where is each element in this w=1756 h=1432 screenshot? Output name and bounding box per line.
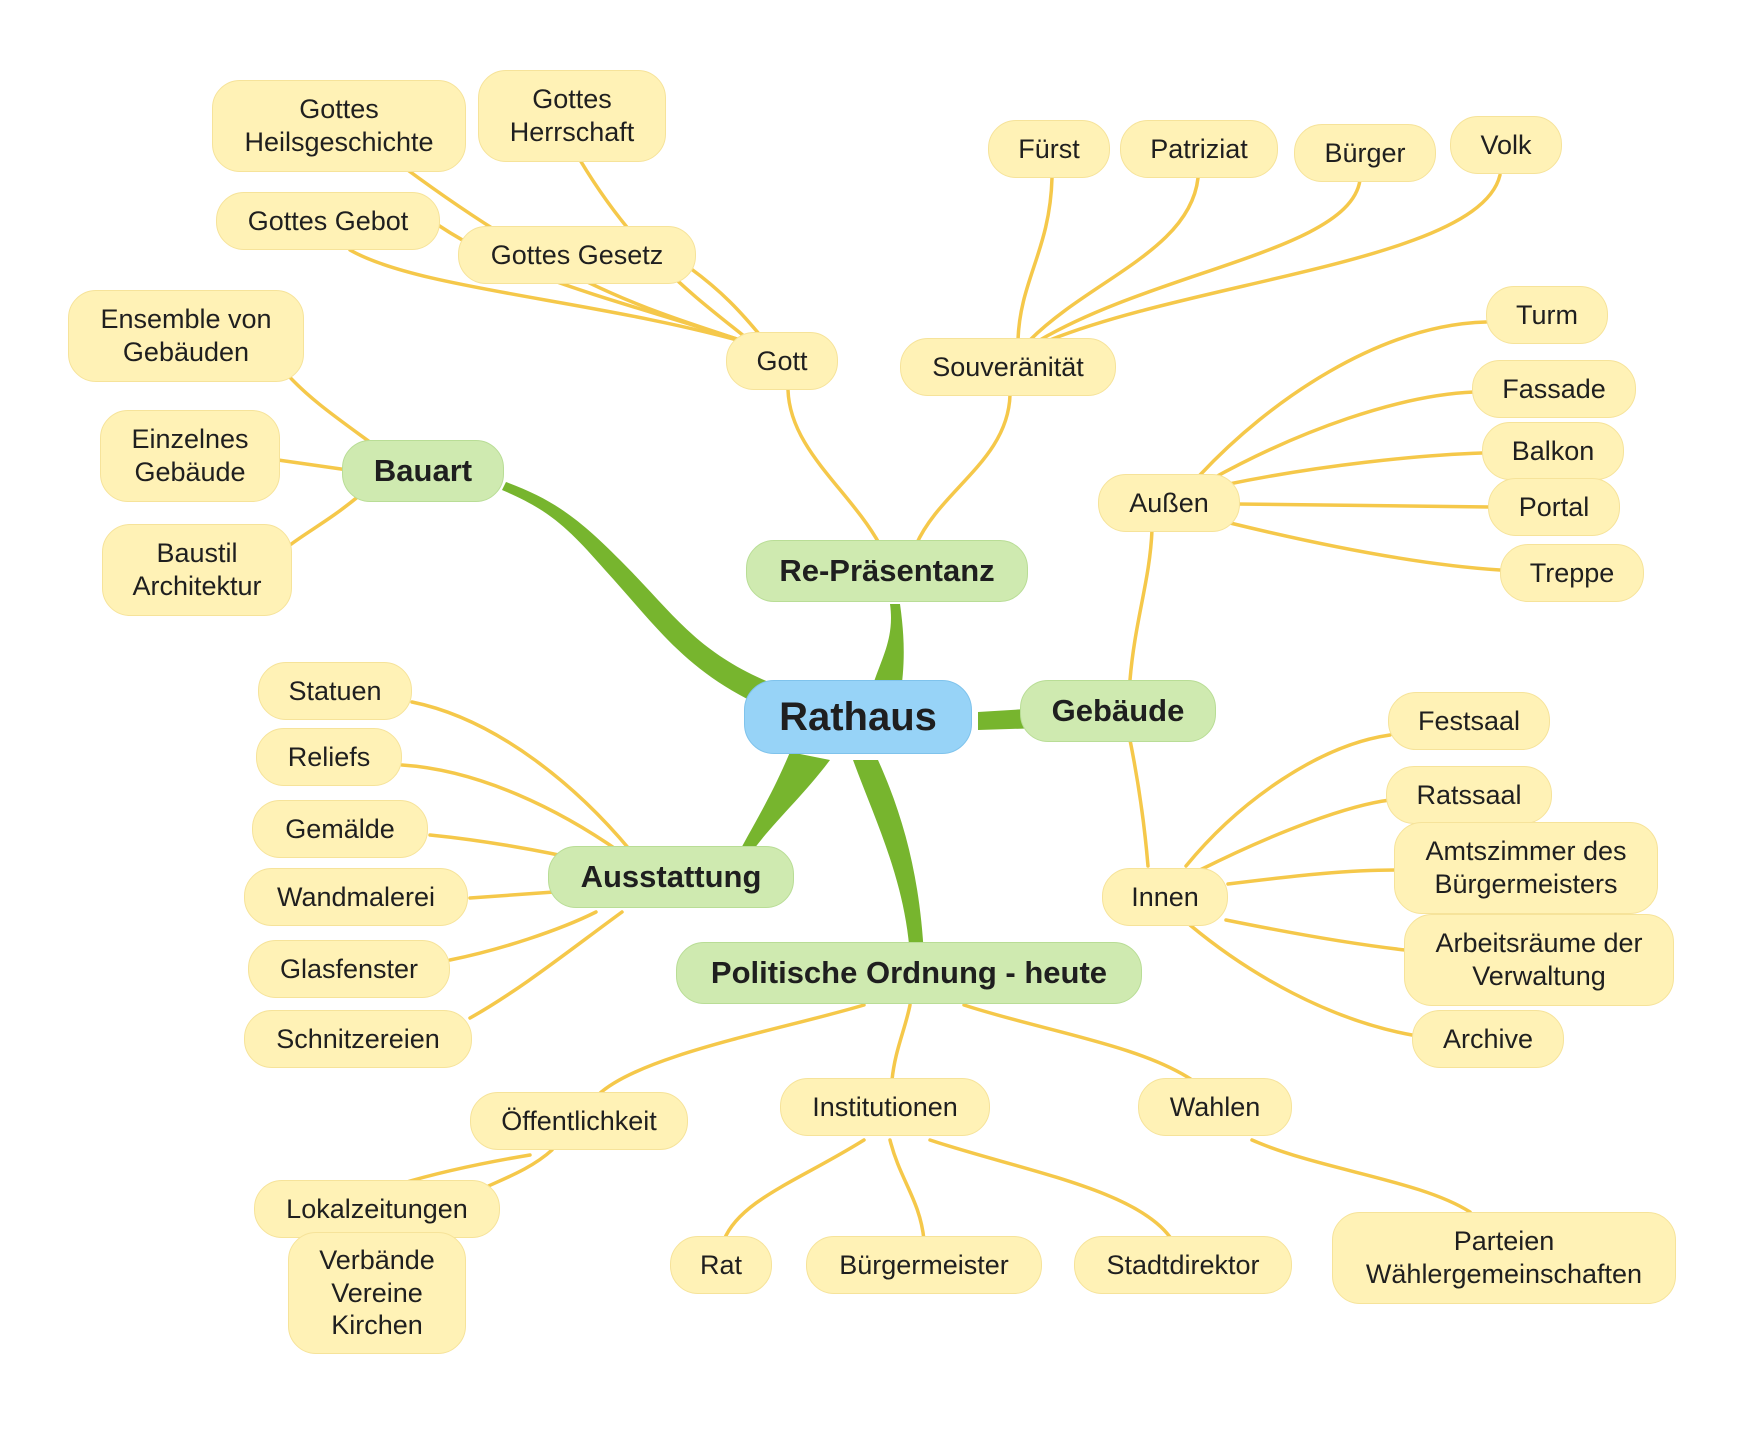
- link-wahlen-parteien: [1250, 1138, 1472, 1214]
- link-aussen-turm: [1198, 320, 1488, 477]
- link-gott-gebot-2: [348, 248, 757, 347]
- node-gottes-heilsgeschichte[interactable]: Gottes Heilsgeschichte: [212, 80, 466, 172]
- link-souv-buerger: [1038, 178, 1362, 342]
- node-balkon[interactable]: Balkon: [1482, 422, 1624, 480]
- node-ratssaal[interactable]: Ratssaal: [1386, 766, 1552, 824]
- link-inst-rat: [722, 1138, 866, 1242]
- node-wandmalerei[interactable]: Wandmalerei: [244, 868, 468, 926]
- link-bauart-einzelnes: [276, 458, 350, 472]
- link-ausst-schnitzereien: [468, 910, 624, 1020]
- link-gebaeude-aussen: [1128, 528, 1154, 682]
- link-aussen-fassade: [1208, 390, 1476, 482]
- node-amtszimmer[interactable]: Amtszimmer des Bürgermeisters: [1394, 822, 1658, 914]
- link-aussen-portal: [1234, 502, 1492, 509]
- link-root-bauart: [502, 482, 800, 718]
- node-buergermeister[interactable]: Bürgermeister: [806, 1236, 1042, 1294]
- link-innen-archive: [1188, 923, 1414, 1037]
- node-gottes-herrschaft[interactable]: Gottes Herrschaft: [478, 70, 666, 162]
- node-ensemble-von-gebaeuden[interactable]: Ensemble von Gebäuden: [68, 290, 304, 382]
- node-baustil-architektur[interactable]: Baustil Architektur: [102, 524, 292, 616]
- link-souv-patriziat: [1028, 176, 1200, 342]
- node-gottes-gesetz[interactable]: Gottes Gesetz: [458, 226, 696, 284]
- link-bauart-baustil: [288, 493, 362, 547]
- node-verbaende-vereine-kirchen[interactable]: Verbände Vereine Kirchen: [288, 1232, 466, 1354]
- node-festsaal[interactable]: Festsaal: [1388, 692, 1550, 750]
- link-souv-volk: [1048, 173, 1502, 342]
- branch-gebaeude[interactable]: Gebäude: [1020, 680, 1216, 742]
- node-einzelnes-gebaeude[interactable]: Einzelnes Gebäude: [100, 410, 280, 502]
- link-ausst-glasfenster: [448, 910, 598, 962]
- link-innen-ratssaal: [1198, 798, 1392, 872]
- node-stadtdirektor[interactable]: Stadtdirektor: [1074, 1236, 1292, 1294]
- node-fassade[interactable]: Fassade: [1472, 360, 1636, 418]
- node-gottes-gebot[interactable]: Gottes Gebot: [216, 192, 440, 250]
- node-wahlen[interactable]: Wahlen: [1138, 1078, 1292, 1136]
- link-gebaeude-innen: [1128, 738, 1150, 868]
- node-oeffentlichkeit[interactable]: Öffentlichkeit: [470, 1092, 688, 1150]
- node-lokalzeitungen[interactable]: Lokalzeitungen: [254, 1180, 500, 1238]
- link-ausst-reliefs: [400, 763, 622, 854]
- link-innen-amtszimmer: [1226, 868, 1397, 886]
- node-patriziat[interactable]: Patriziat: [1120, 120, 1278, 178]
- branch-bauart[interactable]: Bauart: [342, 440, 504, 502]
- node-institutionen[interactable]: Institutionen: [780, 1078, 990, 1136]
- link-repraesentanz-souveraenitaet: [914, 393, 1012, 547]
- node-rat[interactable]: Rat: [670, 1236, 772, 1294]
- node-souveraenitaet[interactable]: Souveränität: [900, 338, 1116, 396]
- branch-repraesentanz[interactable]: Re-Präsentanz: [746, 540, 1028, 602]
- link-gott-heil: [403, 166, 757, 347]
- node-parteien-waehlergemeinschaften[interactable]: Parteien Wählergemeinschaften: [1332, 1212, 1676, 1304]
- node-gemaelde[interactable]: Gemälde: [252, 800, 428, 858]
- node-statuen[interactable]: Statuen: [258, 662, 412, 720]
- link-root-repraesentanz: [870, 604, 904, 698]
- node-treppe[interactable]: Treppe: [1500, 544, 1644, 602]
- link-repraesentanz-gott: [786, 388, 882, 547]
- branch-politische-ordnung[interactable]: Politische Ordnung - heute: [676, 942, 1142, 1004]
- link-ausst-statuen: [410, 700, 632, 852]
- node-schnitzereien[interactable]: Schnitzereien: [244, 1010, 472, 1068]
- link-root-politik: [853, 760, 924, 956]
- link-ausst-wandmalerei: [468, 890, 556, 900]
- node-arbeitsraeume[interactable]: Arbeitsräume der Verwaltung: [1404, 914, 1674, 1006]
- node-gott[interactable]: Gott: [726, 332, 838, 390]
- node-turm[interactable]: Turm: [1486, 286, 1608, 344]
- link-root-ausstattung: [735, 752, 830, 862]
- node-portal[interactable]: Portal: [1488, 478, 1620, 536]
- node-innen[interactable]: Innen: [1102, 868, 1228, 926]
- link-politik-wahlen: [962, 1003, 1194, 1082]
- link-inst-buergermeister: [888, 1138, 926, 1242]
- node-volk[interactable]: Volk: [1450, 116, 1562, 174]
- link-politik-institutionen: [890, 1003, 912, 1082]
- node-reliefs[interactable]: Reliefs: [256, 728, 402, 786]
- node-aussen[interactable]: Außen: [1098, 474, 1240, 532]
- node-archive[interactable]: Archive: [1412, 1010, 1564, 1068]
- link-aussen-treppe: [1224, 520, 1502, 572]
- node-fuerst[interactable]: Fürst: [988, 120, 1110, 178]
- link-politik-oeffentlichkeit: [596, 1003, 866, 1097]
- root-node-rathaus[interactable]: Rathaus: [744, 680, 972, 754]
- link-inst-stadtdirektor: [928, 1138, 1174, 1242]
- link-souv-fuerst: [1016, 176, 1054, 342]
- main-branch-links: [502, 482, 1042, 956]
- link-aussen-balkon: [1222, 451, 1484, 487]
- link-innen-festsaal: [1184, 733, 1392, 868]
- node-glasfenster[interactable]: Glasfenster: [248, 940, 450, 998]
- link-innen-arbeitsraeume: [1224, 918, 1407, 952]
- link-bauart-ensemble: [283, 370, 380, 450]
- branch-ausstattung[interactable]: Ausstattung: [548, 846, 794, 908]
- node-buerger[interactable]: Bürger: [1294, 124, 1436, 182]
